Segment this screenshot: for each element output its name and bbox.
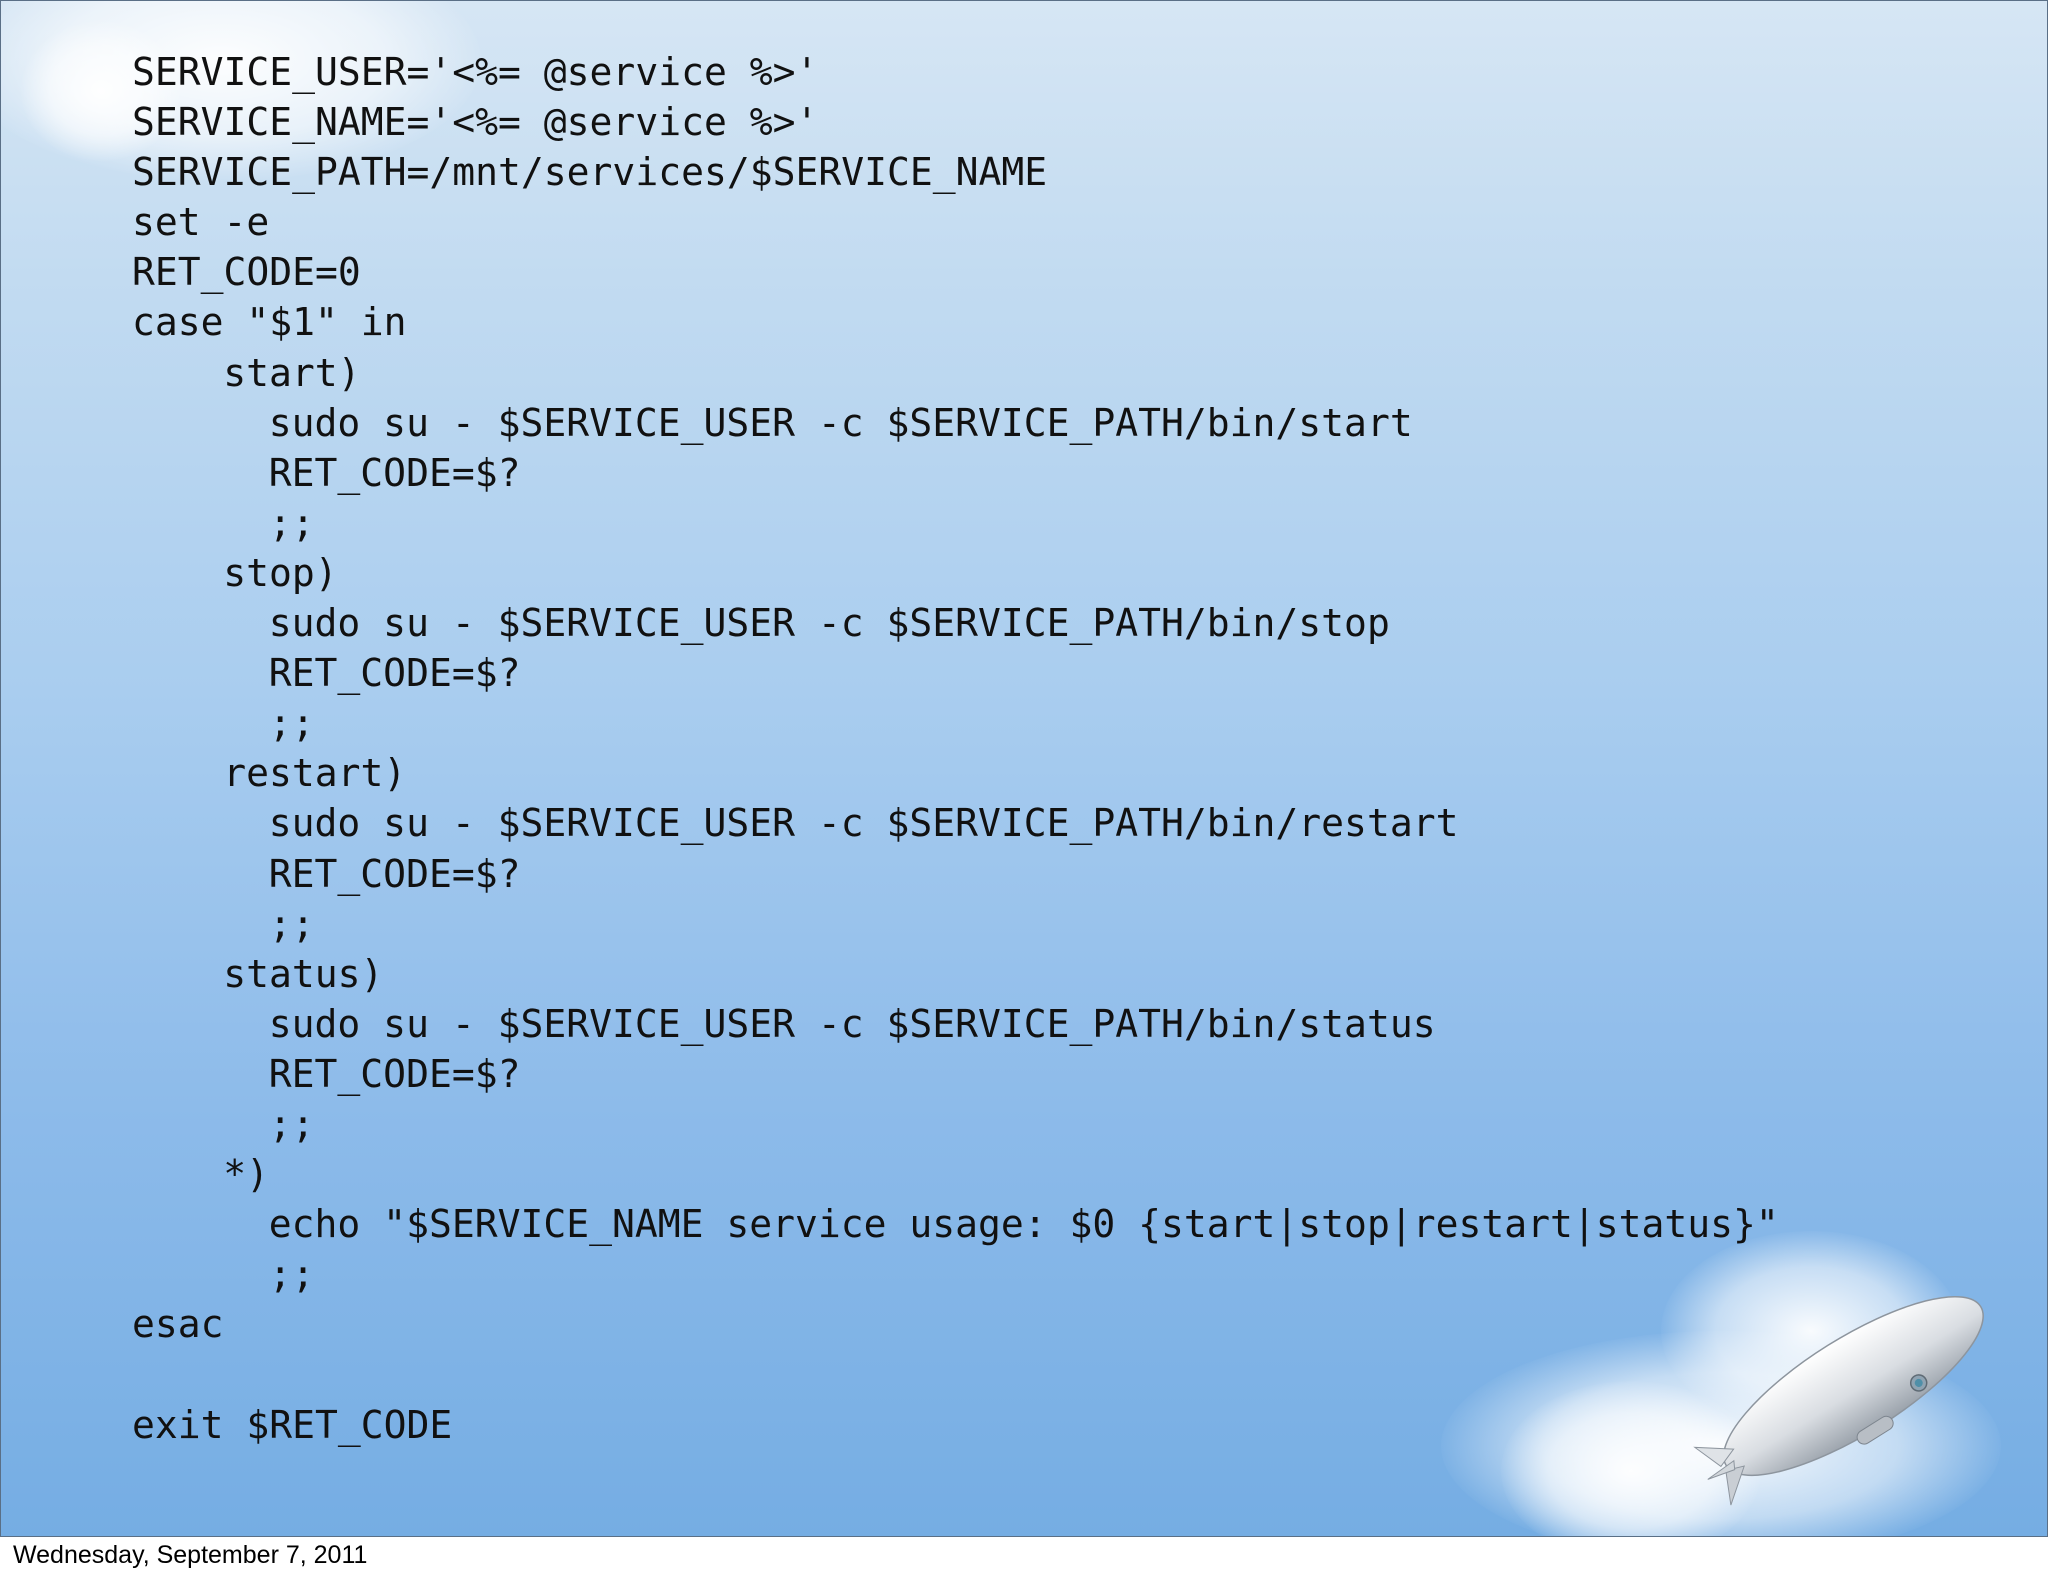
code-line: ;; [268, 701, 315, 746]
code-line [132, 1349, 1779, 1399]
code-line: case "$1" in [132, 300, 407, 345]
slide: SERVICE_USER='<%= @service %>' SERVICE_NA… [0, 0, 2048, 1537]
code-line: ;; [268, 500, 315, 545]
blimp-icon [1693, 1295, 1984, 1506]
code-line: sudo su - $SERVICE_USER -c $SERVICE_PATH… [268, 801, 1459, 846]
code-line: ;; [268, 901, 315, 946]
code-line: sudo su - $SERVICE_USER -c $SERVICE_PATH… [268, 1001, 1436, 1046]
code-line: sudo su - $SERVICE_USER -c $SERVICE_PATH… [268, 601, 1390, 646]
code-line: RET_CODE=0 [132, 250, 361, 295]
code-line: echo "$SERVICE_NAME service usage: $0 {s… [268, 1202, 1779, 1247]
code-line: RET_CODE=$? [268, 1051, 521, 1096]
code-line: set -e [132, 200, 270, 245]
footer-date: Wednesday, September 7, 2011 [13, 1541, 368, 1569]
code-line: RET_CODE=$? [268, 851, 521, 896]
code-line: ;; [268, 1101, 315, 1146]
code-line: SERVICE_USER='<%= @service %>' [132, 50, 819, 94]
code-line: status) [223, 951, 384, 996]
code-line: restart) [223, 751, 407, 796]
code-line: SERVICE_PATH=/mnt/services/$SERVICE_NAME [132, 150, 1048, 195]
code-line: stop) [223, 550, 338, 595]
cloud-top-left-puff [21, 21, 181, 161]
code-line: sudo su - $SERVICE_USER -c $SERVICE_PATH… [268, 400, 1413, 445]
code-line: start) [223, 350, 361, 395]
code-line: esac [132, 1302, 224, 1347]
code-block: SERVICE_USER='<%= @service %>' SERVICE_NA… [132, 47, 1779, 1450]
code-line: SERVICE_NAME='<%= @service %>' [132, 100, 819, 145]
code-line: RET_CODE=$? [268, 450, 521, 495]
code-line: *) [223, 1152, 269, 1197]
code-line: exit $RET_CODE [132, 1402, 453, 1447]
code-line: ;; [268, 1252, 315, 1297]
code-line: RET_CODE=$? [268, 651, 521, 696]
